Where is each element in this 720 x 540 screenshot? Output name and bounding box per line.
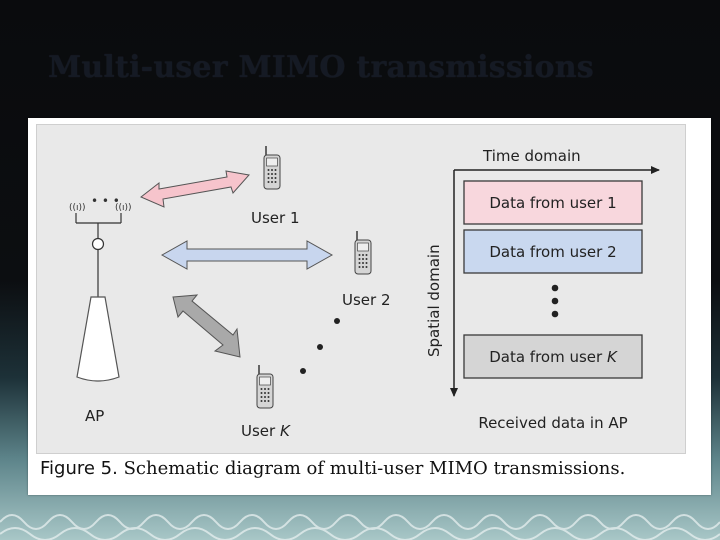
ap-tower-icon	[76, 296, 120, 382]
spatial-axis-label: Spatial domain	[425, 244, 443, 357]
userK-label: User K	[241, 422, 291, 440]
figure-panel: ((ı)) • • • ((ı)) AP	[36, 124, 686, 454]
ap-antenna-array: ((ı)) • • • ((ı))	[69, 194, 132, 297]
data-box-user1-label: Data from user 1	[489, 194, 616, 212]
decorative-wave-pattern	[0, 514, 720, 540]
user1-phone-icon	[263, 146, 281, 190]
data-box-user2-label: Data from user 2	[489, 243, 616, 261]
figure-caption-label: Figure 5.	[40, 458, 118, 479]
figure-caption-text: Schematic diagram of multi-user MIMO tra…	[123, 458, 626, 479]
user1-label: User 1	[251, 209, 300, 227]
user2-link-arrow	[160, 240, 334, 270]
user2-phone-icon	[354, 231, 372, 275]
data-box-userK	[463, 334, 643, 379]
figure-caption: Figure 5. Schematic diagram of multi-use…	[40, 458, 625, 479]
userK-link-arrow	[172, 294, 241, 358]
received-data-label: Received data in AP	[478, 414, 627, 432]
svg-text:((ı)): ((ı))	[69, 203, 86, 213]
svg-text:• • •: • • •	[91, 194, 120, 208]
data-box-user2	[463, 229, 643, 274]
svg-text:((ı)): ((ı))	[115, 203, 132, 213]
data-box-ellipsis-dots	[551, 284, 559, 318]
data-box-userK-label: Data from user K	[489, 348, 618, 366]
time-axis-label: Time domain	[482, 147, 581, 165]
data-box-user1	[463, 180, 643, 225]
ap-label: AP	[85, 407, 104, 425]
figure-card: ((ı)) • • • ((ı)) AP	[28, 118, 711, 495]
userK-phone-icon	[256, 365, 274, 409]
slide-title: Multi-user MIMO transmissions	[48, 50, 594, 85]
user2-label: User 2	[342, 291, 391, 309]
user-ellipsis-dots	[300, 318, 340, 374]
mimo-diagram: ((ı)) • • • ((ı)) AP	[69, 146, 660, 440]
user1-link-arrow	[140, 170, 250, 208]
